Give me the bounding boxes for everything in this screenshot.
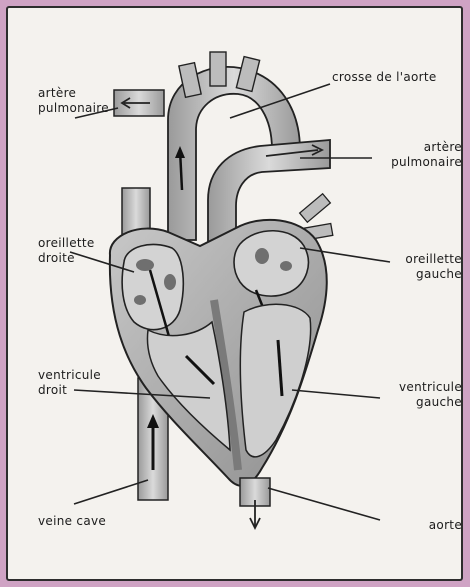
label-pulmonary-artery-left: artère pulmonaire [38,86,109,116]
label-right-ventricle: ventricule droit [38,368,101,398]
label-pulmonary-artery-right: artère pulmonaire [370,140,462,170]
label-left-atrium: oreillette gauche [380,252,462,282]
left-atrium [234,231,308,296]
label-vena-cava: veine cave [38,514,106,529]
label-aortic-arch: crosse de l'aorte [332,70,437,85]
left-ventricle [240,304,310,457]
label-left-ventricle: ventricule gauche [370,380,462,410]
label-aorta: aorte [400,518,462,533]
label-right-atrium: oreillette droite [38,236,95,266]
